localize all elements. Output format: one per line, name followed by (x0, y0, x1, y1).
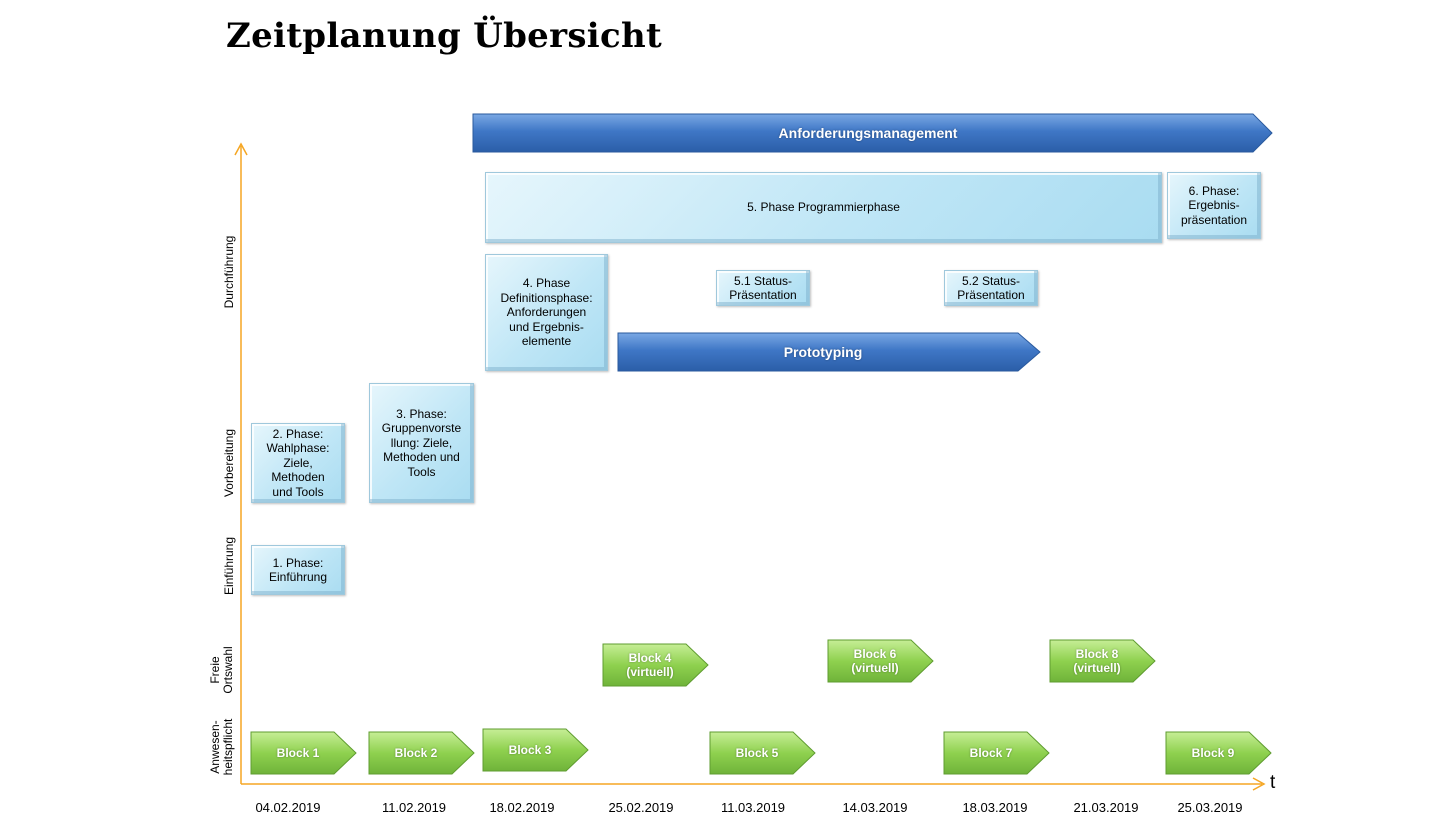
block-6-label: Block 6 (virtuell) (851, 647, 899, 675)
x-axis-arrowhead (1252, 777, 1266, 791)
block-shape-4 (602, 643, 709, 687)
block-7-label: Block 7 (969, 746, 1013, 760)
phase-5-box: 5. Phase Programmierphase (485, 172, 1162, 243)
date-label: 18.03.2019 (962, 800, 1028, 815)
date-label: 14.03.2019 (842, 800, 908, 815)
phase-6-box: 6. Phase: Ergebnis- präsentation (1167, 172, 1261, 239)
y-label-durchfuehrung: Durchführung (221, 235, 236, 309)
date-label: 25.02.2019 (608, 800, 674, 815)
y-label-anwesenheitspflicht: Anwesen- heitspflicht (208, 718, 235, 776)
status-presentation-1-box: 5.1 Status- Präsentation (716, 270, 810, 306)
block-2-label: Block 2 (394, 746, 438, 760)
block-shape-2 (368, 731, 475, 775)
date-label: 04.02.2019 (255, 800, 321, 815)
phase-4-box: 4. Phase Definitionsphase: Anforderungen… (485, 254, 608, 371)
block-shape-6 (827, 639, 934, 683)
block-shape-9 (1165, 731, 1272, 775)
prototyping-label: Prototyping (783, 344, 863, 360)
date-label: 11.02.2019 (381, 800, 447, 815)
phase-3-box: 3. Phase: Gruppenvorste llung: Ziele, Me… (369, 383, 474, 503)
block-shape-7 (943, 731, 1050, 775)
block-5-label: Block 5 (735, 746, 779, 760)
anforderungsmanagement-bar (472, 113, 1273, 153)
phase-1-box: 1. Phase: Einführung (251, 545, 345, 595)
date-label: 18.02.2019 (489, 800, 555, 815)
x-axis-t-label: t (1270, 772, 1276, 793)
y-axis-arrowhead (234, 142, 248, 156)
page-title: Zeitplanung Übersicht (226, 16, 663, 56)
date-label: 11.03.2019 (720, 800, 786, 815)
block-9-label: Block 9 (1191, 746, 1235, 760)
phase-2-box: 2. Phase: Wahlphase: Ziele, Methoden und… (251, 423, 345, 503)
block-shape-1 (250, 731, 357, 775)
block-3-label: Block 3 (508, 743, 552, 757)
block-shape-5 (709, 731, 816, 775)
block-8-label: Block 8 (virtuell) (1073, 647, 1121, 675)
date-label: 21.03.2019 (1073, 800, 1139, 815)
status-presentation-2-box: 5.2 Status- Präsentation (944, 270, 1038, 306)
block-4-label: Block 4 (virtuell) (626, 651, 674, 679)
anforderungsmanagement-label: Anforderungsmanagement (778, 125, 958, 141)
block-shape-8 (1049, 639, 1156, 683)
prototyping-bar (617, 332, 1041, 372)
block-1-label: Block 1 (276, 746, 320, 760)
date-label: 25.03.2019 (1177, 800, 1243, 815)
block-shape-3 (482, 728, 589, 772)
